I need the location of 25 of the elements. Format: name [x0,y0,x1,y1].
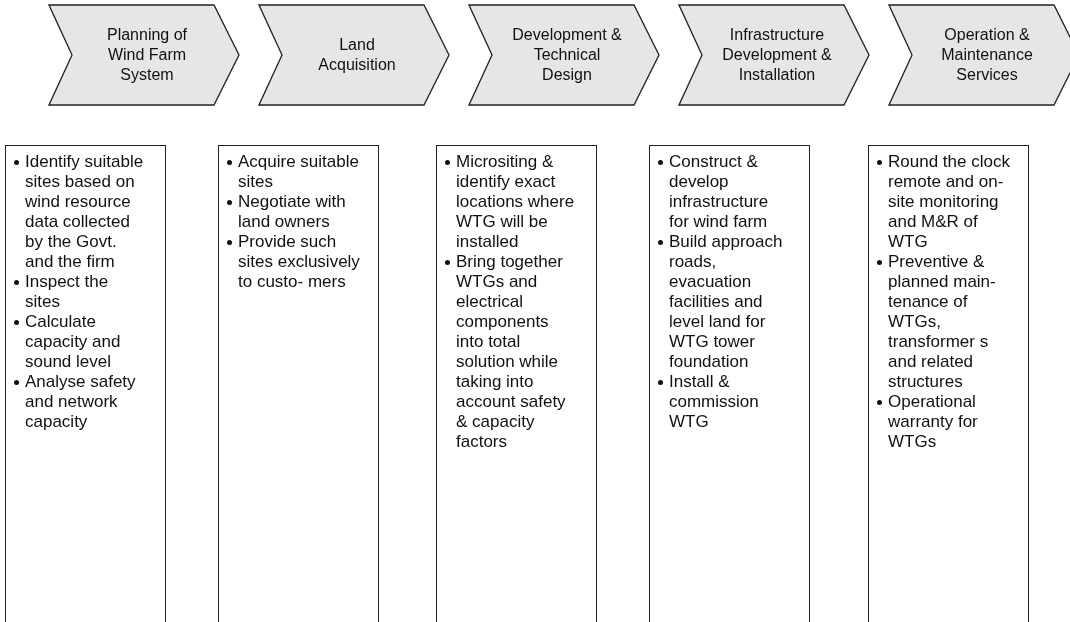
stage-title: Planning of Wind Farm System [105,25,189,85]
bullet-item: Negotiate with land owners [238,192,347,232]
task-box [649,145,810,622]
bullet-item: Identify suitable sites based on wind resource data collected by the Govt. and the firm [25,152,145,272]
bullet-item: Analyse safety and network capacity [25,372,137,432]
task-box [868,145,1029,622]
task-box [436,145,597,622]
bullet-item: Acquire suitable sites [238,152,360,192]
bullet-item: Round the clock remote and on-site monitoring and M&R of WTG [888,152,1010,252]
bullet-item: Operational warranty for WTGs [888,392,979,452]
task-box [218,145,379,622]
bullet-item: Bring together WTGs and electrical components into total solution while taking into account safety & capacity factors [456,252,567,452]
bullet-item: Micrositing & identify exact locations where WTG will be installed [456,152,576,252]
bullet-item: Install & commission WTG [669,372,760,432]
bullet-item: Inspect the sites [25,272,110,312]
bullet-item: Build approach roads, evacuation facilities and level land for WTG tower foundation [669,232,784,372]
bullet-item: Provide such sites exclusively to custo- mers [238,232,360,292]
stage-title: Infrastructure Development & Installation [722,25,832,85]
bullet-item: Preventive & planned main- tenance of WTGs, transformer s and related structures [888,252,997,392]
stage-title: Development & Technical Design [512,25,622,85]
stage-title: Land Acquisition [317,35,397,75]
stage-title: Operation & Maintenance Services [940,25,1034,85]
bullet-item: Calculate capacity and sound level [25,312,122,372]
task-box [5,145,166,622]
bullet-item: Construct & develop infrastructure for wind farm [669,152,770,232]
